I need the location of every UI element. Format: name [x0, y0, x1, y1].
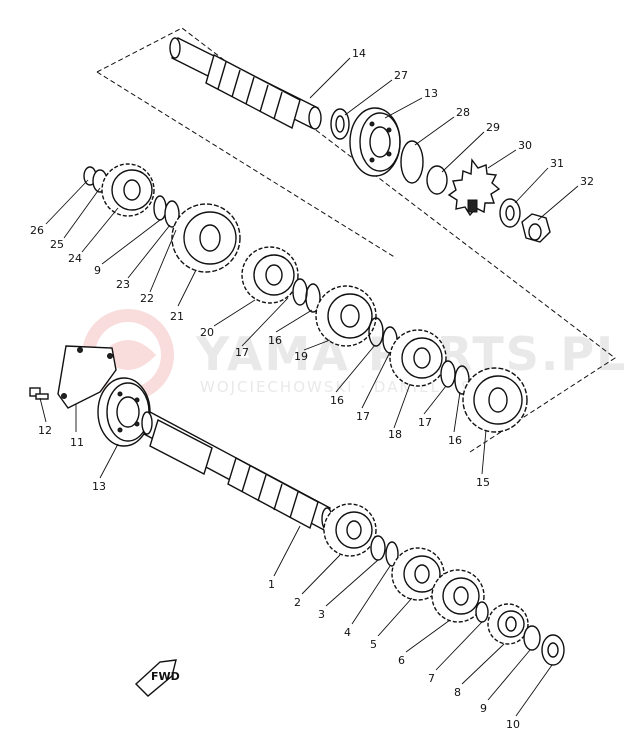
watermark-subtitle: WOJCIECHOWSKI · DANIEL · SIKA: [200, 378, 503, 396]
callout-7: 7: [428, 672, 435, 685]
callout-19: 19: [294, 350, 308, 363]
circlip: [454, 365, 470, 395]
callout-16-c: 16: [448, 434, 462, 447]
callout-26: 26: [30, 224, 44, 237]
circlip: [400, 140, 424, 184]
callout-22: 22: [140, 292, 154, 305]
callout-17-b: 17: [356, 410, 370, 423]
bearing-retainer-plate: [57, 345, 117, 409]
gear-lower-2: [323, 503, 377, 557]
bushing-lower: [523, 625, 541, 651]
callout-17-a: 17: [235, 346, 249, 359]
fwd-arrow-text: FWD: [151, 670, 180, 683]
callout-24: 24: [68, 252, 82, 265]
callout-13-upper: 13: [424, 87, 438, 100]
washer: [475, 601, 489, 623]
callout-11: 11: [70, 436, 84, 449]
lock-washer: [499, 198, 521, 228]
callout-3: 3: [318, 608, 325, 621]
callout-10: 10: [506, 718, 520, 731]
circlip: [368, 317, 384, 347]
washer: [330, 108, 350, 140]
washer: [440, 360, 456, 388]
callout-14: 14: [352, 47, 366, 60]
callout-28: 28: [456, 106, 470, 119]
gear-upper-20: [241, 246, 299, 304]
gear-lower-5: [391, 547, 445, 601]
callout-32: 32: [580, 175, 594, 188]
fwd-arrow: FWD: [134, 659, 180, 697]
circlip: [385, 541, 399, 567]
callout-15: 15: [476, 476, 490, 489]
gear-upper-18: [389, 329, 447, 387]
gear-lower-8: [487, 603, 529, 645]
callout-21: 21: [170, 310, 184, 323]
callout-30: 30: [518, 139, 532, 152]
washer: [370, 535, 386, 561]
callout-17-c: 17: [418, 416, 432, 429]
callout-13-lower: 13: [92, 480, 106, 493]
washer: [292, 278, 308, 306]
callout-23: 23: [116, 278, 130, 291]
bolt: [29, 387, 49, 400]
callout-4: 4: [344, 626, 351, 639]
gear-lower-6: [431, 569, 485, 623]
gear-upper-19: [315, 285, 377, 347]
callout-1: 1: [268, 578, 275, 591]
gear-upper-15: [462, 367, 528, 433]
drive-sprocket: [447, 158, 501, 217]
circlip: [305, 283, 321, 313]
assembly-outline-left: [96, 71, 397, 259]
callout-16-a: 16: [268, 334, 282, 347]
collar: [426, 165, 448, 195]
callout-5: 5: [370, 638, 377, 651]
gear-upper-1: [101, 163, 155, 217]
main-axle: [169, 37, 322, 130]
callouts: 14 27 13 28 29 30 31 32 26 25 24 9 23 22…: [30, 47, 594, 731]
callout-2: 2: [294, 596, 301, 609]
bearing-lower: [97, 377, 151, 447]
callout-9-lower: 9: [480, 702, 487, 715]
washer-end: [541, 634, 565, 666]
bearing-upper: [349, 107, 401, 177]
callout-20: 20: [200, 326, 214, 339]
callout-8: 8: [454, 686, 461, 699]
callout-25: 25: [50, 238, 64, 251]
callout-16-b: 16: [330, 394, 344, 407]
callout-29: 29: [486, 121, 500, 134]
callout-27: 27: [394, 69, 408, 82]
drive-axle: [141, 410, 333, 532]
callout-31: 31: [550, 157, 564, 170]
callout-18: 18: [388, 428, 402, 441]
callout-12: 12: [38, 424, 52, 437]
gear-upper-21: [171, 203, 241, 273]
circlip: [153, 195, 167, 221]
callout-6: 6: [398, 654, 405, 667]
callout-9-upper: 9: [94, 264, 101, 277]
nut: [521, 213, 551, 243]
bushing: [164, 200, 180, 228]
